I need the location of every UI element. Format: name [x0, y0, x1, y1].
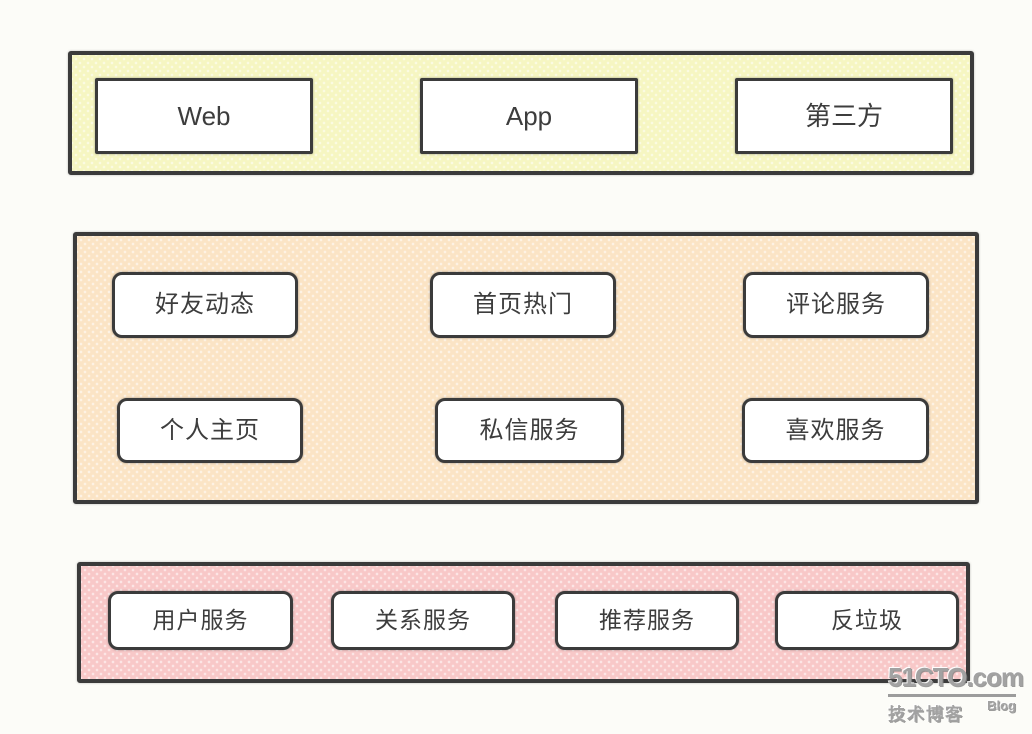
node-third-party: 第三方 — [735, 78, 953, 154]
node-third-party-label: 第三方 — [804, 101, 883, 131]
node-like-service: 喜欢服务 — [742, 398, 929, 463]
node-private-message-service: 私信服务 — [435, 398, 624, 463]
node-recommend-service: 推荐服务 — [555, 591, 739, 650]
node-user-service: 用户服务 — [108, 591, 293, 650]
watermark-caption: 技术博客 — [888, 705, 964, 724]
node-app-label: App — [505, 101, 553, 131]
node-friend-feed: 好友动态 — [112, 272, 298, 338]
node-antispam: 反垃圾 — [775, 591, 959, 650]
node-like-service-label: 喜欢服务 — [785, 416, 886, 444]
node-relation-service: 关系服务 — [331, 591, 515, 650]
node-app: App — [420, 78, 638, 154]
node-home-hot-label: 首页热门 — [473, 291, 573, 318]
node-comment-service-label: 评论服务 — [786, 291, 886, 318]
watermark-blog-label: Blog — [987, 698, 1016, 713]
watermark-51cto: 51CTO.com 技术博客 Blog — [888, 662, 1024, 725]
node-user-service-label: 用户服务 — [152, 607, 249, 633]
node-personal-page-label: 个人主页 — [160, 416, 260, 444]
node-comment-service: 评论服务 — [743, 272, 929, 338]
node-home-hot: 首页热门 — [430, 272, 616, 338]
node-private-message-service-label: 私信服务 — [479, 416, 580, 444]
platform-layer-band: 用户服务 关系服务 推荐服务 反垃圾 — [77, 562, 970, 683]
service-layer-band: 好友动态 首页热门 评论服务 个人主页 私信服务 喜欢服务 — [73, 232, 979, 504]
node-web-label: Web — [177, 101, 231, 131]
node-recommend-service-label: 推荐服务 — [599, 607, 695, 633]
watermark-brand: 51CTO.com — [888, 662, 1024, 697]
node-personal-page: 个人主页 — [117, 398, 303, 463]
node-friend-feed-label: 好友动态 — [155, 291, 255, 318]
node-web: Web — [95, 78, 313, 154]
watermark-caption-row: 技术博客 Blog — [888, 698, 1016, 725]
node-relation-service-label: 关系服务 — [375, 607, 471, 633]
client-layer-band: Web App 第三方 — [68, 51, 974, 175]
node-antispam-label: 反垃圾 — [831, 607, 903, 633]
